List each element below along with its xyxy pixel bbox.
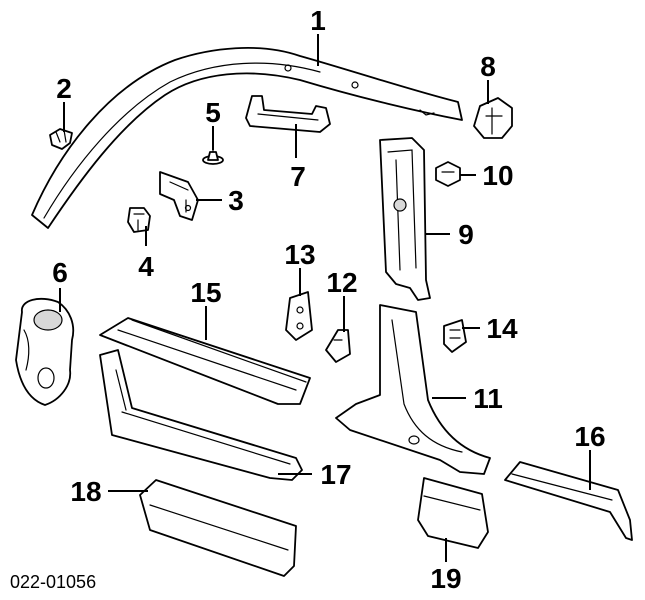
callout-16: 16 [574, 421, 605, 452]
part-5-push-pin [202, 145, 224, 165]
part-3-bracket [159, 171, 199, 221]
part-14-clip [443, 319, 467, 353]
part-15-sill-plate [99, 317, 311, 405]
callout-4: 4 [138, 251, 154, 282]
part-19-pillar-extension [417, 477, 489, 549]
callout-3: 3 [228, 185, 244, 216]
callout-labels: 1 2 3 4 5 6 7 8 9 10 11 12 13 14 15 16 1… [52, 5, 605, 594]
part-8-bracket [473, 97, 513, 139]
callout-6: 6 [52, 257, 68, 288]
part-11-pillar-lower [335, 304, 491, 475]
part-4-clip [127, 207, 151, 233]
callout-14: 14 [486, 313, 518, 344]
part-13-bracket [285, 291, 313, 341]
callout-18: 18 [70, 476, 101, 507]
callout-1: 1 [310, 5, 326, 36]
diagram-reference: 022-01056 [10, 572, 96, 592]
callout-5: 5 [205, 97, 221, 128]
part-16-rocker-rear [504, 461, 633, 541]
part-1-roof-rail [31, 47, 463, 229]
callout-9: 9 [458, 219, 474, 250]
callout-15: 15 [190, 277, 221, 308]
callout-13: 13 [284, 239, 315, 270]
part-12-clip [325, 329, 351, 363]
callout-17: 17 [320, 459, 351, 490]
part-6-quarter-trim [15, 298, 75, 406]
leader-lines [59, 34, 591, 562]
callout-8: 8 [480, 51, 496, 82]
callout-12: 12 [326, 267, 357, 298]
callout-10: 10 [482, 160, 513, 191]
callout-19: 19 [430, 563, 461, 594]
part-17-inner-rocker [99, 349, 303, 481]
callout-7: 7 [290, 161, 306, 192]
callout-11: 11 [473, 383, 503, 414]
part-2-clip [49, 128, 73, 150]
part-10-clip [435, 161, 461, 187]
callout-2: 2 [56, 73, 72, 104]
part-9-pillar-trim [379, 137, 431, 301]
part-18-outer-rocker [139, 479, 297, 577]
part-7-grab-handle [245, 95, 331, 133]
